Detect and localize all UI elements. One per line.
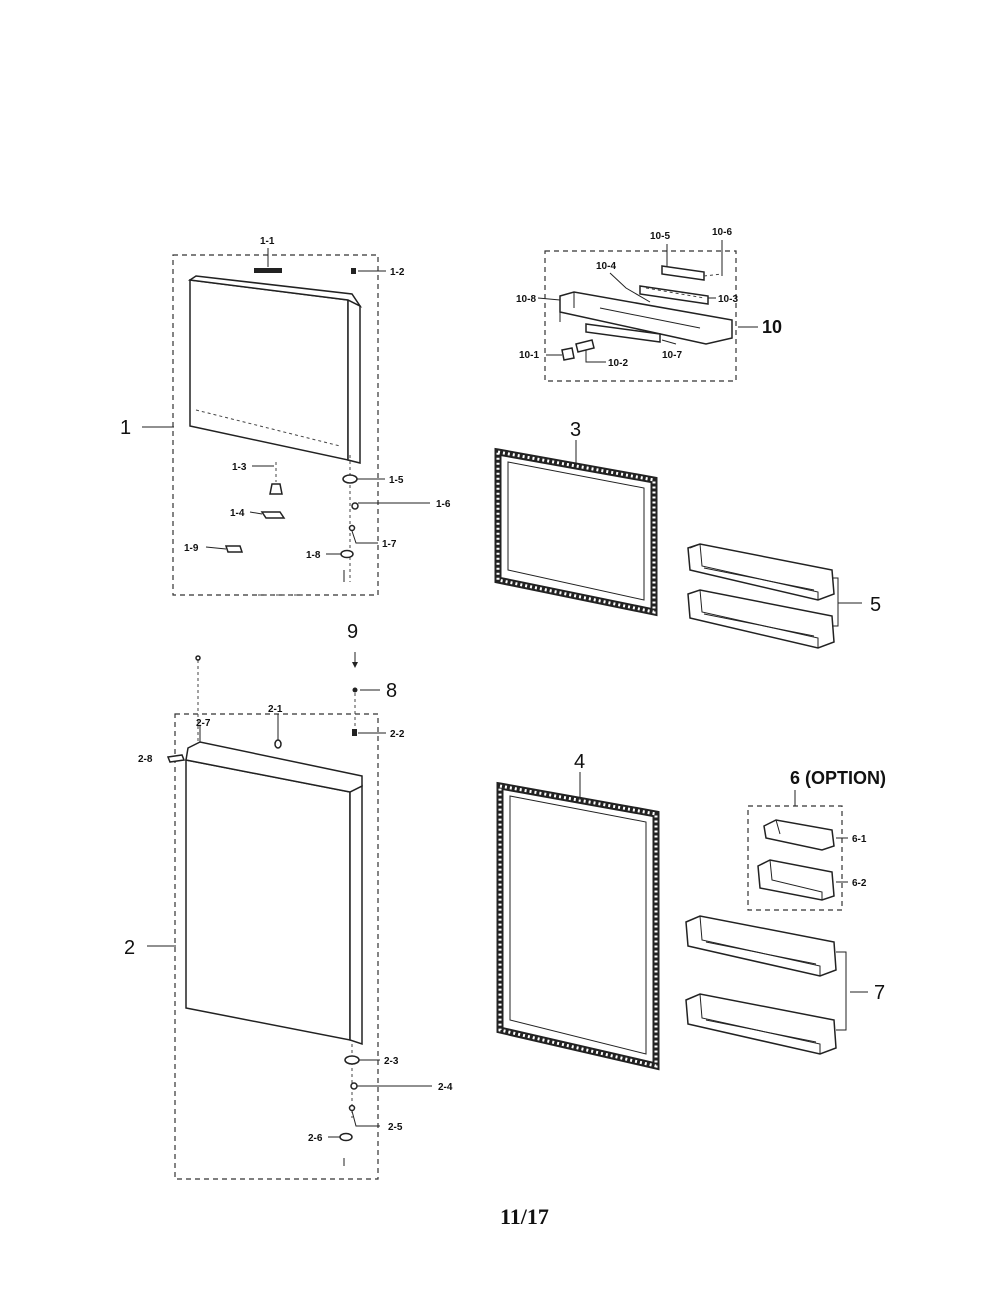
label-10-2: 10-2	[608, 358, 628, 369]
label-10: 10	[762, 317, 782, 337]
label-2: 2	[124, 937, 135, 959]
door-shelves-7	[685, 915, 868, 1055]
label-2-6: 2-6	[308, 1133, 323, 1144]
part-2-5-pin	[348, 1104, 356, 1112]
label-1-1: 1-1	[260, 236, 275, 247]
label-2-1: 2-1	[268, 704, 283, 715]
part-2-6-bracket	[339, 1132, 353, 1142]
label-1-5: 1-5	[389, 475, 404, 486]
group-1-boundary	[172, 254, 379, 596]
label-2-2: 2-2	[390, 729, 405, 740]
upper-door-panel	[189, 279, 349, 461]
part-2-1-cap	[274, 739, 282, 749]
gasket-3	[494, 447, 658, 617]
label-2-7: 2-7	[196, 718, 211, 729]
lower-door-gasket	[496, 772, 660, 1071]
label-6-2: 6-2	[852, 878, 867, 889]
label-1-7: 1-7	[382, 539, 397, 550]
part-6-2-bin	[757, 859, 848, 901]
part-1-4-plate	[260, 511, 286, 519]
label-10-3: 10-3	[718, 294, 738, 305]
label-6-option: 6 (OPTION)	[790, 768, 886, 788]
part-1-1-trim	[254, 268, 282, 273]
label-1-4: 1-4	[230, 508, 245, 519]
label-1-9: 1-9	[184, 543, 199, 554]
label-10-5: 10-5	[650, 231, 670, 242]
label-8: 8	[386, 680, 397, 702]
part-1-8-bracket	[340, 549, 354, 559]
part-2-8-cover	[166, 754, 186, 763]
part-10-1-clip	[561, 347, 575, 361]
label-10-6: 10-6	[712, 227, 732, 238]
part-1-5-hinge	[342, 474, 358, 484]
part-1-9-stopper	[224, 545, 244, 553]
gasket-4	[496, 781, 660, 1071]
part-6-1-cover	[763, 819, 848, 851]
label-1: 1	[120, 417, 131, 439]
part-2-2-screw	[352, 729, 357, 736]
label-10-4: 10-4	[596, 261, 616, 272]
upper-door-assembly	[142, 248, 430, 596]
label-1-3: 1-3	[232, 462, 247, 473]
label-2-4: 2-4	[438, 1082, 453, 1093]
label-2-8: 2-8	[138, 754, 153, 765]
group-10-boundary	[544, 250, 737, 382]
part-1-2-screw	[351, 268, 356, 274]
control-unit-assembly	[537, 240, 758, 382]
callout-labels: 1-1 1-2 1 1-3 1-5 1-6 1-4 1-7 1-9 1-8 9 …	[120, 227, 886, 1229]
label-3: 3	[570, 419, 581, 441]
part-1-3-hinge-cap	[269, 483, 283, 495]
group-2-boundary	[174, 713, 379, 1180]
part-1-6-washer	[351, 502, 359, 510]
part-2-3-hinge	[344, 1055, 360, 1065]
upper-door-top-cap	[187, 275, 363, 308]
part-10-2-clip	[575, 339, 595, 353]
part-8-screw	[352, 687, 358, 693]
label-1-6: 1-6	[436, 499, 451, 510]
label-6-1: 6-1	[852, 834, 867, 845]
part-1-7-pin	[348, 524, 356, 532]
shelf-7-lower	[685, 993, 837, 1055]
lower-door-panel	[185, 759, 351, 1041]
part-2-4-washer	[350, 1082, 358, 1090]
label-10-1: 10-1	[519, 350, 539, 361]
label-2-3: 2-3	[384, 1056, 399, 1067]
part-10-7-display	[585, 323, 661, 343]
door-shelves-5	[687, 543, 862, 649]
lower-door-assembly	[147, 655, 432, 1180]
label-5: 5	[870, 594, 881, 616]
hinge-pin-parts	[352, 652, 380, 728]
label-1-8: 1-8	[306, 550, 321, 561]
part-10-5-cover	[661, 265, 705, 281]
upper-door-gasket	[494, 440, 658, 617]
page-number: 11/17	[500, 1204, 549, 1229]
label-7: 7	[874, 982, 885, 1004]
shelf-5-lower	[687, 589, 835, 649]
upper-door-side	[347, 298, 361, 464]
part-9-pin	[352, 662, 358, 668]
part-10-3-board	[639, 285, 709, 305]
label-4: 4	[574, 751, 585, 773]
label-10-8: 10-8	[516, 294, 536, 305]
shelf-5-upper	[687, 543, 835, 601]
shelf-7-upper	[685, 915, 837, 977]
label-10-7: 10-7	[662, 350, 682, 361]
option-shelves-6	[747, 790, 848, 911]
label-9: 9	[347, 621, 358, 643]
label-2-5: 2-5	[388, 1122, 403, 1133]
part-lower-top-screw	[195, 655, 201, 661]
label-1-2: 1-2	[390, 267, 405, 278]
lower-door-side	[349, 784, 363, 1046]
